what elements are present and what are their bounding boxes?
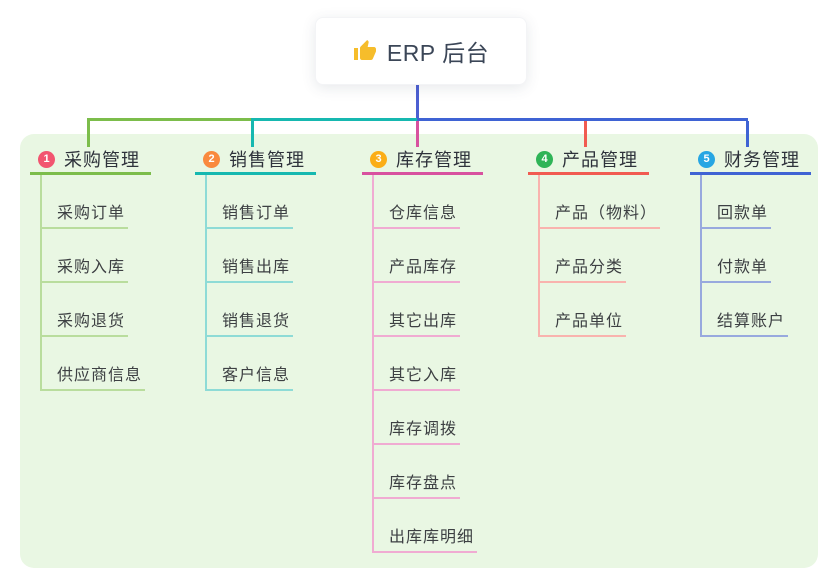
- branch-4: 4 产品管理 产品（物料）产品分类产品单位: [528, 147, 661, 337]
- connector-drop-sales: [251, 118, 254, 147]
- branch-1: 1 采购管理 采购订单采购入库采购退货供应商信息: [30, 147, 151, 391]
- child-node[interactable]: 客户信息: [207, 337, 294, 391]
- branch-number-badge: 3: [370, 150, 387, 168]
- branch-header[interactable]: 5 财务管理: [690, 147, 811, 175]
- connector-bus-purchase: [87, 118, 253, 121]
- child-node[interactable]: 回款单: [702, 175, 772, 229]
- connector-drop-product: [584, 121, 587, 147]
- connector-bus-sales: [251, 118, 419, 121]
- child-node[interactable]: 供应商信息: [42, 337, 146, 391]
- branch-label: 采购管理: [64, 150, 140, 170]
- root-label: ERP 后台: [386, 40, 490, 66]
- child-node[interactable]: 销售退货: [207, 283, 294, 337]
- branch-number-badge: 5: [698, 150, 715, 168]
- child-node[interactable]: 采购订单: [42, 175, 129, 229]
- thumbs-up-icon: [353, 39, 377, 63]
- connector-drop-finance: [746, 121, 749, 147]
- background-panel: [20, 134, 818, 568]
- child-node[interactable]: 产品分类: [540, 229, 627, 283]
- connector-trunk: [416, 83, 419, 120]
- branch-number-badge: 2: [203, 150, 220, 168]
- child-node[interactable]: 其它出库: [374, 283, 461, 337]
- child-node[interactable]: 产品单位: [540, 283, 627, 337]
- branch-2: 2 销售管理 销售订单销售出库销售退货客户信息: [195, 147, 316, 391]
- child-node[interactable]: 结算账户: [702, 283, 789, 337]
- branch-label: 财务管理: [724, 150, 800, 170]
- branch-header[interactable]: 1 采购管理: [30, 147, 151, 175]
- branch-3: 3 库存管理 仓库信息产品库存其它出库其它入库库存调拨库存盘点出库库明细: [362, 147, 483, 553]
- child-node[interactable]: 付款单: [702, 229, 772, 283]
- child-node[interactable]: 采购退货: [42, 283, 129, 337]
- branch-header[interactable]: 3 库存管理: [362, 147, 483, 175]
- branch-children: 仓库信息产品库存其它出库其它入库库存调拨库存盘点出库库明细: [372, 175, 478, 553]
- connector-bus-finance: [417, 118, 748, 121]
- branch-children: 产品（物料）产品分类产品单位: [538, 175, 661, 337]
- child-node[interactable]: 库存盘点: [374, 445, 461, 499]
- child-node[interactable]: 销售订单: [207, 175, 294, 229]
- branch-number-badge: 1: [38, 150, 55, 168]
- child-node[interactable]: 产品库存: [374, 229, 461, 283]
- child-node[interactable]: 出库库明细: [374, 499, 478, 553]
- branch-header[interactable]: 4 产品管理: [528, 147, 649, 175]
- child-node[interactable]: 库存调拨: [374, 391, 461, 445]
- branch-children: 销售订单销售出库销售退货客户信息: [205, 175, 294, 391]
- connector-drop-purchase: [87, 118, 90, 147]
- branch-5: 5 财务管理 回款单付款单结算账户: [690, 147, 811, 337]
- child-node[interactable]: 产品（物料）: [540, 175, 661, 229]
- branch-header[interactable]: 2 销售管理: [195, 147, 316, 175]
- branch-children: 采购订单采购入库采购退货供应商信息: [40, 175, 146, 391]
- branch-label: 库存管理: [396, 150, 472, 170]
- root-node[interactable]: ERP 后台: [315, 17, 527, 85]
- branch-children: 回款单付款单结算账户: [700, 175, 789, 337]
- child-node[interactable]: 销售出库: [207, 229, 294, 283]
- branch-number-badge: 4: [536, 150, 553, 168]
- child-node[interactable]: 仓库信息: [374, 175, 461, 229]
- child-node[interactable]: 其它入库: [374, 337, 461, 391]
- branch-label: 销售管理: [229, 150, 305, 170]
- branch-label: 产品管理: [562, 150, 638, 170]
- child-node[interactable]: 采购入库: [42, 229, 129, 283]
- connector-drop-inventory: [416, 121, 419, 147]
